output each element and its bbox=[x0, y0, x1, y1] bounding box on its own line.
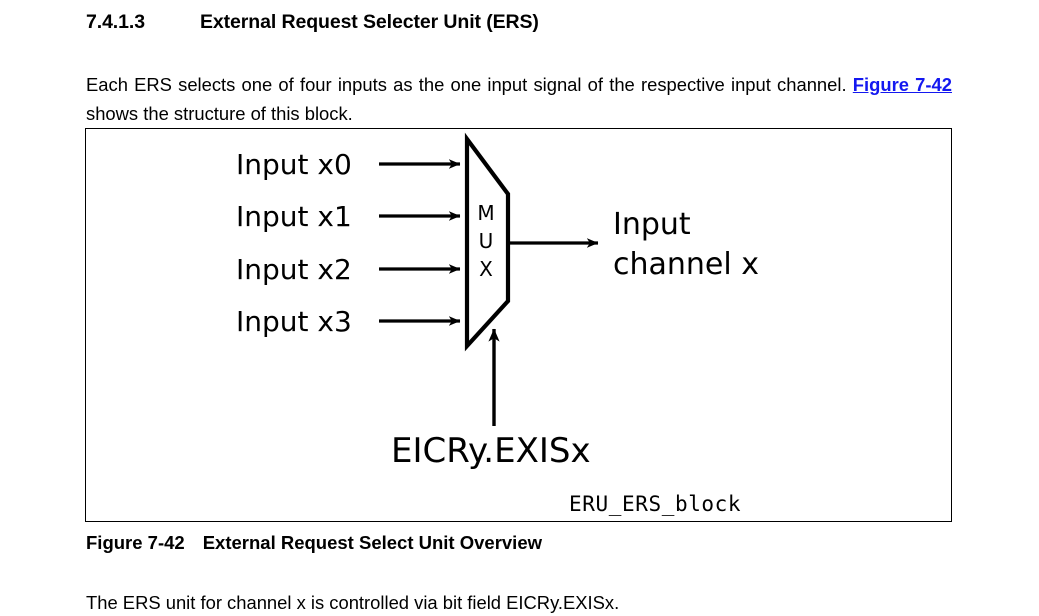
ers-block-diagram: Input x0 Input x1 Input x2 Input x3 M U … bbox=[236, 132, 759, 516]
control-label: EICRy.EXISx bbox=[391, 431, 591, 471]
figure-box: Input x0 Input x1 Input x2 Input x3 M U … bbox=[85, 128, 952, 522]
intro-paragraph: Each ERS selects one of four inputs as t… bbox=[86, 70, 952, 128]
input-label-x2: Input x2 bbox=[236, 253, 352, 286]
intro-text-before-link: Each ERS selects one of four inputs as t… bbox=[86, 74, 853, 96]
figure-caption-title: External Request Select Unit Overview bbox=[202, 532, 542, 553]
figure-caption-number: Figure 7-42 bbox=[86, 532, 185, 553]
input-label-x3: Input x3 bbox=[236, 305, 352, 338]
block-tag-label: ERU_ERS_block bbox=[569, 492, 741, 516]
intro-text-after-link: shows the structure of this block. bbox=[86, 103, 353, 125]
input-label-x1: Input x1 bbox=[236, 200, 352, 233]
output-label-line1: Input bbox=[613, 207, 691, 242]
figure-7-42-link[interactable]: Figure 7-42 bbox=[852, 74, 952, 96]
figure-caption: Figure 7-42 External Request Select Unit … bbox=[86, 532, 542, 554]
mux-letter-x: X bbox=[479, 257, 493, 281]
mux-letter-u: U bbox=[479, 229, 494, 253]
section-heading-title: External Request Selecter Unit (ERS) bbox=[200, 11, 539, 33]
output-label-line2: channel x bbox=[613, 247, 759, 282]
mux-letter-m: M bbox=[477, 201, 494, 225]
section-heading-number: 7.4.1.3 bbox=[86, 11, 145, 33]
input-label-x0: Input x0 bbox=[236, 148, 352, 181]
mux-shape bbox=[464, 132, 511, 352]
closing-paragraph: The ERS unit for channel x is controlled… bbox=[86, 592, 620, 614]
section-heading: 7.4.1.3 External Request Selecter Unit (E… bbox=[86, 11, 539, 34]
